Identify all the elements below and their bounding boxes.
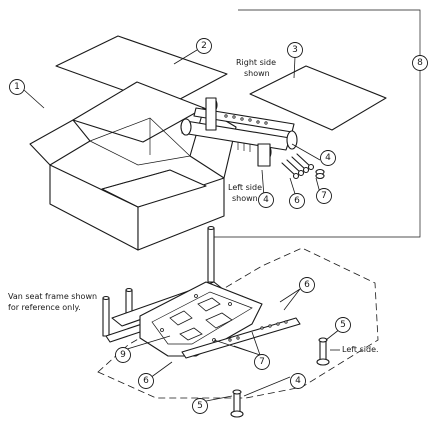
note-van-seat-frame: Van seat frame shown for reference only. — [8, 292, 97, 312]
callout-4-bottom: 4 — [290, 373, 306, 389]
leader-lines — [23, 49, 341, 403]
svg-text:6: 6 — [304, 280, 310, 290]
svg-text:4: 4 — [325, 153, 331, 163]
svg-text:Right side: Right side — [236, 58, 276, 67]
kit-bracket — [209, 9, 421, 238]
svg-text:6: 6 — [294, 196, 300, 206]
callout-6-left: 6 — [138, 373, 154, 389]
callout-9: 9 — [115, 347, 131, 363]
shipping-box — [29, 81, 237, 251]
callout-5-bottom: 5 — [192, 398, 208, 414]
bolt-set — [281, 153, 325, 180]
callout-8: 8 — [412, 55, 428, 71]
note-left-side: Left side. — [342, 345, 379, 354]
svg-text:9: 9 — [120, 350, 126, 360]
svg-text:6: 6 — [143, 376, 149, 386]
svg-text:7: 7 — [259, 357, 265, 367]
callout-5-right: 5 — [335, 317, 351, 333]
svg-text:2: 2 — [201, 41, 207, 51]
svg-text:shown: shown — [244, 69, 270, 78]
svg-text:1: 1 — [14, 82, 20, 92]
svg-text:7: 7 — [321, 191, 327, 201]
flat-sheet — [249, 65, 387, 131]
svg-text:Left side.: Left side. — [342, 345, 379, 354]
svg-text:shown: shown — [232, 194, 258, 203]
svg-text:5: 5 — [197, 401, 203, 411]
svg-text:8: 8 — [417, 58, 423, 68]
callout-6-top: 6 — [289, 193, 305, 209]
svg-text:for reference only.: for reference only. — [8, 303, 81, 312]
callout-1: 1 — [9, 79, 25, 95]
callout-7-top: 7 — [316, 188, 332, 204]
callout-4-top: 4 — [320, 150, 336, 166]
callout-6-right: 6 — [299, 277, 315, 293]
base-plate — [139, 281, 301, 359]
svg-text:4: 4 — [263, 195, 269, 205]
svg-text:4: 4 — [295, 376, 301, 386]
note-right-side-shown: Right side shown — [236, 58, 276, 78]
svg-text:Van seat frame shown: Van seat frame shown — [8, 292, 97, 301]
callout-2: 2 — [196, 38, 212, 54]
crossbar-assembly — [180, 97, 298, 167]
callout-3: 3 — [287, 42, 303, 58]
svg-text:Left side: Left side — [228, 183, 262, 192]
svg-text:5: 5 — [340, 320, 346, 330]
svg-text:3: 3 — [292, 45, 298, 55]
callout-4-mid: 4 — [258, 192, 274, 208]
callout-7-bottom: 7 — [254, 354, 270, 370]
note-left-side-shown: Left side shown — [228, 183, 262, 203]
anchor-feet — [230, 337, 330, 418]
